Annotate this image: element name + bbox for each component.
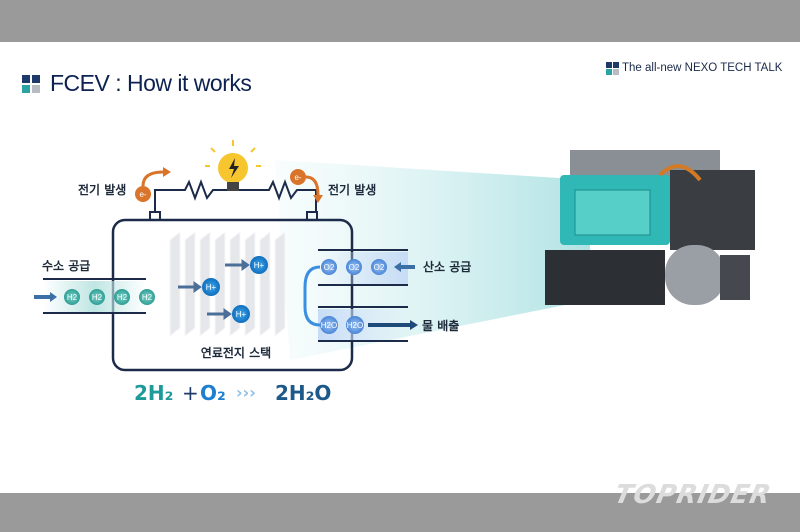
top-letterbox (0, 0, 800, 42)
svg-text:O2: O2 (349, 263, 360, 272)
svg-text:H2O: H2O (347, 321, 363, 330)
svg-text:H+: H+ (254, 261, 265, 270)
stack-label: 연료전지 스택 (201, 345, 271, 360)
equation-reactant-hydrogen: 2H₂ (134, 381, 173, 405)
svg-text:H+: H+ (206, 283, 217, 292)
equation-reactant-oxygen: O₂ (200, 381, 226, 405)
light-bulb-icon (205, 140, 261, 191)
circuit-wire (149, 179, 318, 220)
svg-text:H2: H2 (142, 293, 153, 302)
h2o-molecules: H2O H2O (320, 316, 364, 334)
electricity-label-left: 전기 발생 (78, 182, 126, 197)
water-discharge-label: 물 배출 (422, 318, 459, 333)
reaction-equation: 2H₂ + O₂ ››› 2H₂O (134, 381, 331, 405)
fuel-cell-stack (169, 230, 286, 338)
equation-product: 2H₂O (275, 381, 331, 405)
brand-logo-icon (606, 62, 619, 75)
page-title: FCEV : How it works (50, 70, 252, 96)
title-logo-icon (22, 75, 40, 93)
svg-text:O2: O2 (324, 263, 335, 272)
svg-text:H2: H2 (117, 293, 128, 302)
svg-text:e-: e- (294, 173, 301, 182)
electron-left: e- (135, 167, 171, 202)
o2-molecules: O2 O2 O2 (321, 259, 387, 275)
electricity-label-right: 전기 발생 (328, 182, 376, 197)
bottom-letterbox (0, 493, 800, 532)
svg-text:H2: H2 (92, 293, 103, 302)
h2-molecules: H2 H2 H2 H2 (64, 289, 155, 305)
svg-text:O2: O2 (374, 263, 385, 272)
hydrogen-supply-label: 수소 공급 (42, 259, 90, 273)
fuel-cell-engine-image (545, 150, 755, 305)
equation-plus: + (182, 381, 199, 405)
svg-text:H2: H2 (67, 293, 78, 302)
equation-arrow: ››› (236, 383, 256, 402)
electron-right: e- (290, 169, 323, 203)
brand-text: The all-new NEXO TECH TALK (622, 62, 783, 74)
oxygen-supply-label: 산소 공급 (423, 259, 471, 274)
svg-text:H+: H+ (236, 310, 247, 319)
proton-flow: H+ H+ H+ (178, 256, 268, 323)
svg-text:H2O: H2O (321, 321, 337, 330)
svg-text:e-: e- (139, 190, 146, 199)
